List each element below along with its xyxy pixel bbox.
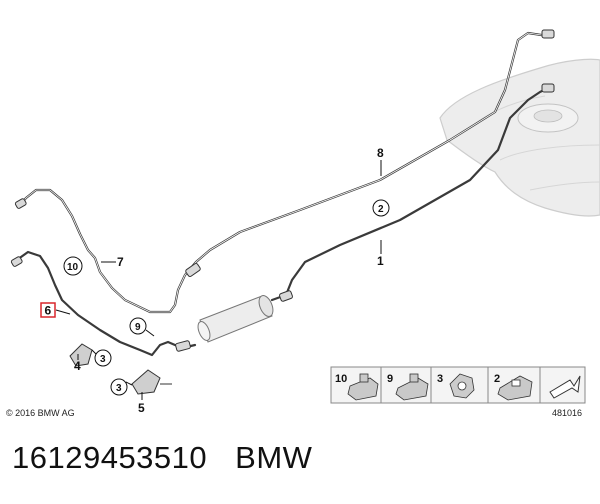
fuel-line-1 <box>12 86 550 357</box>
callout-8: 8 <box>377 146 384 160</box>
callout-1: 1 <box>377 254 384 268</box>
fuel-filter <box>197 295 274 343</box>
callout-7: 7 <box>117 255 124 269</box>
part-caption: 16129453510 BMW <box>12 440 312 476</box>
callout-2: 2 <box>378 204 384 215</box>
clip-2-icon <box>497 375 533 401</box>
bracket-4 <box>69 343 93 367</box>
parts-legend: 10 9 3 2 <box>330 366 586 404</box>
clip-10-icon <box>347 373 379 401</box>
arrow-icon <box>549 375 581 399</box>
clip-9-icon <box>395 373 429 401</box>
legend-label-2: 2 <box>494 373 500 385</box>
part-number: 16129453510 <box>12 440 208 475</box>
callout-3a: 3 <box>100 354 106 365</box>
bracket-5 <box>131 369 172 395</box>
callout-6-highlight: 6 <box>40 302 56 318</box>
circled-callouts <box>63 199 390 396</box>
callout-9: 9 <box>135 322 141 333</box>
callout-10: 10 <box>67 262 79 273</box>
leader-lines <box>55 160 382 400</box>
legend-label-3: 3 <box>437 373 443 385</box>
legend-label-9: 9 <box>387 373 393 385</box>
fuel-line-diagram: 8 1 7 4 5 6 2 10 9 3 3 <box>6 29 600 418</box>
fuel-tank <box>439 58 600 217</box>
brand-name: BMW <box>235 440 313 475</box>
callout-4: 4 <box>74 359 81 373</box>
copyright: © 2016 BMW AG <box>6 408 75 418</box>
figure-number: 481016 <box>552 408 582 418</box>
callout-5: 5 <box>138 401 145 415</box>
callout-6: 6 <box>45 304 52 318</box>
legend-label-10: 10 <box>335 373 347 385</box>
callout-3b: 3 <box>116 383 122 394</box>
connector-fitting <box>10 29 555 352</box>
nut-3-icon <box>449 373 475 399</box>
fuel-line-8-highlight <box>19 32 549 313</box>
